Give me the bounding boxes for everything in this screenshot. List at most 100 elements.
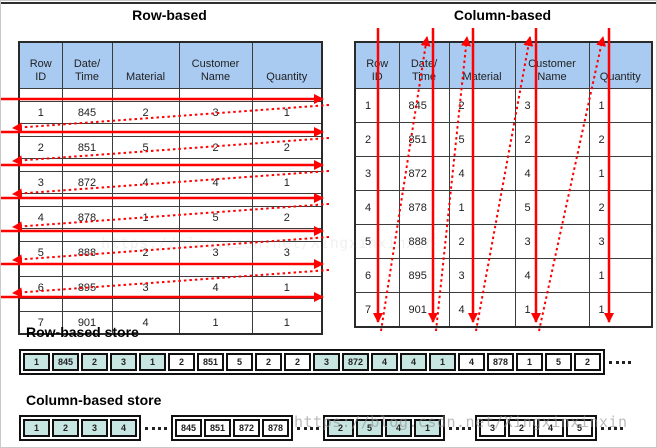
table-cell: 4 [448, 156, 516, 191]
store-cell: 1 [139, 353, 166, 371]
store-cell: 2 [52, 419, 79, 437]
table-cell: 845 [398, 88, 450, 123]
table-cell: 6 [354, 258, 400, 293]
table-cell: 4 [514, 258, 590, 293]
store-cell: 5 [566, 419, 593, 437]
spacer-cell [178, 228, 253, 242]
column-header: Customer Name [514, 41, 590, 89]
store-cell: 4 [371, 353, 398, 371]
table-cell: 3 [178, 241, 253, 264]
store-cell: 872 [233, 419, 260, 437]
top-border-line [1, 2, 656, 4]
column-header: Material [111, 41, 180, 89]
store-cell: 3 [313, 353, 340, 371]
spacer-cell [18, 263, 63, 277]
table-cell: 872 [398, 156, 450, 191]
store-cell: 1 [414, 419, 441, 437]
spacer-cell [61, 298, 113, 312]
table-cell: 895 [61, 276, 113, 299]
spacer-cell [61, 228, 113, 242]
table-cell: 4 [448, 292, 516, 328]
table-cell: 4 [354, 190, 400, 225]
spacer-cell [251, 298, 323, 312]
table-cell: 901 [398, 292, 450, 328]
column-header: Row ID [354, 41, 400, 89]
spacer-cell [18, 298, 63, 312]
table-cell: 895 [398, 258, 450, 293]
store-cell: 845 [175, 419, 202, 437]
store-cell: 3 [479, 419, 506, 437]
table-cell: 1 [251, 171, 323, 194]
spacer-row [18, 88, 323, 102]
store-cell: 2 [81, 353, 108, 371]
table-cell: 3 [111, 276, 180, 299]
spacer-cell [111, 193, 180, 207]
table-cell: 4 [178, 171, 253, 194]
column-store-title: Column-based store [26, 392, 162, 408]
store-cell: 4 [110, 419, 137, 437]
table-cell: 888 [61, 241, 113, 264]
table-cell: 1 [251, 311, 323, 335]
store-cell: 5 [356, 419, 383, 437]
table-cell: 851 [61, 136, 113, 159]
spacer-cell [178, 88, 253, 102]
table-cell: 1 [588, 156, 653, 191]
table-cell: 1 [251, 101, 323, 124]
table-cell: 878 [398, 190, 450, 225]
spacer-cell [251, 193, 323, 207]
table-cell: 1 [354, 88, 400, 123]
store-cell: 4 [385, 419, 412, 437]
spacer-cell [111, 298, 180, 312]
spacer-cell [178, 298, 253, 312]
spacer-cell [178, 193, 253, 207]
store-cell: 1 [516, 353, 543, 371]
spacer-cell [18, 158, 63, 172]
spacer-cell [251, 123, 323, 137]
store-cell: 845 [52, 353, 79, 371]
column-header: Date/ Time [398, 41, 450, 89]
spacer-cell [18, 228, 63, 242]
store-cell: 4 [400, 353, 427, 371]
column-header: Row ID [18, 41, 63, 89]
table-cell: 3 [251, 241, 323, 264]
table-cell: 2 [178, 136, 253, 159]
spacer-cell [18, 88, 63, 102]
spacer-cell [18, 123, 63, 137]
spacer-cell [61, 158, 113, 172]
table-cell: 1 [588, 88, 653, 123]
table-cell: 6 [18, 276, 63, 299]
table-cell: 2 [448, 224, 516, 259]
spacer-cell [251, 88, 323, 102]
store-cell: 2 [168, 353, 195, 371]
spacer-cell [111, 158, 180, 172]
spacer-cell [61, 263, 113, 277]
spacer-cell [251, 263, 323, 277]
table-cell: 2 [18, 136, 63, 159]
table-cell: 2 [111, 241, 180, 264]
table-cell: 5 [178, 206, 253, 229]
ellipsis-dots [609, 360, 631, 364]
spacer-cell [251, 158, 323, 172]
table-cell: 1 [251, 276, 323, 299]
store-cell: 1 [429, 353, 456, 371]
store-cell: 851 [197, 353, 224, 371]
store-cell: 851 [204, 419, 231, 437]
spacer-cell [251, 228, 323, 242]
spacer-row [18, 263, 323, 277]
store-cell: 4 [458, 353, 485, 371]
